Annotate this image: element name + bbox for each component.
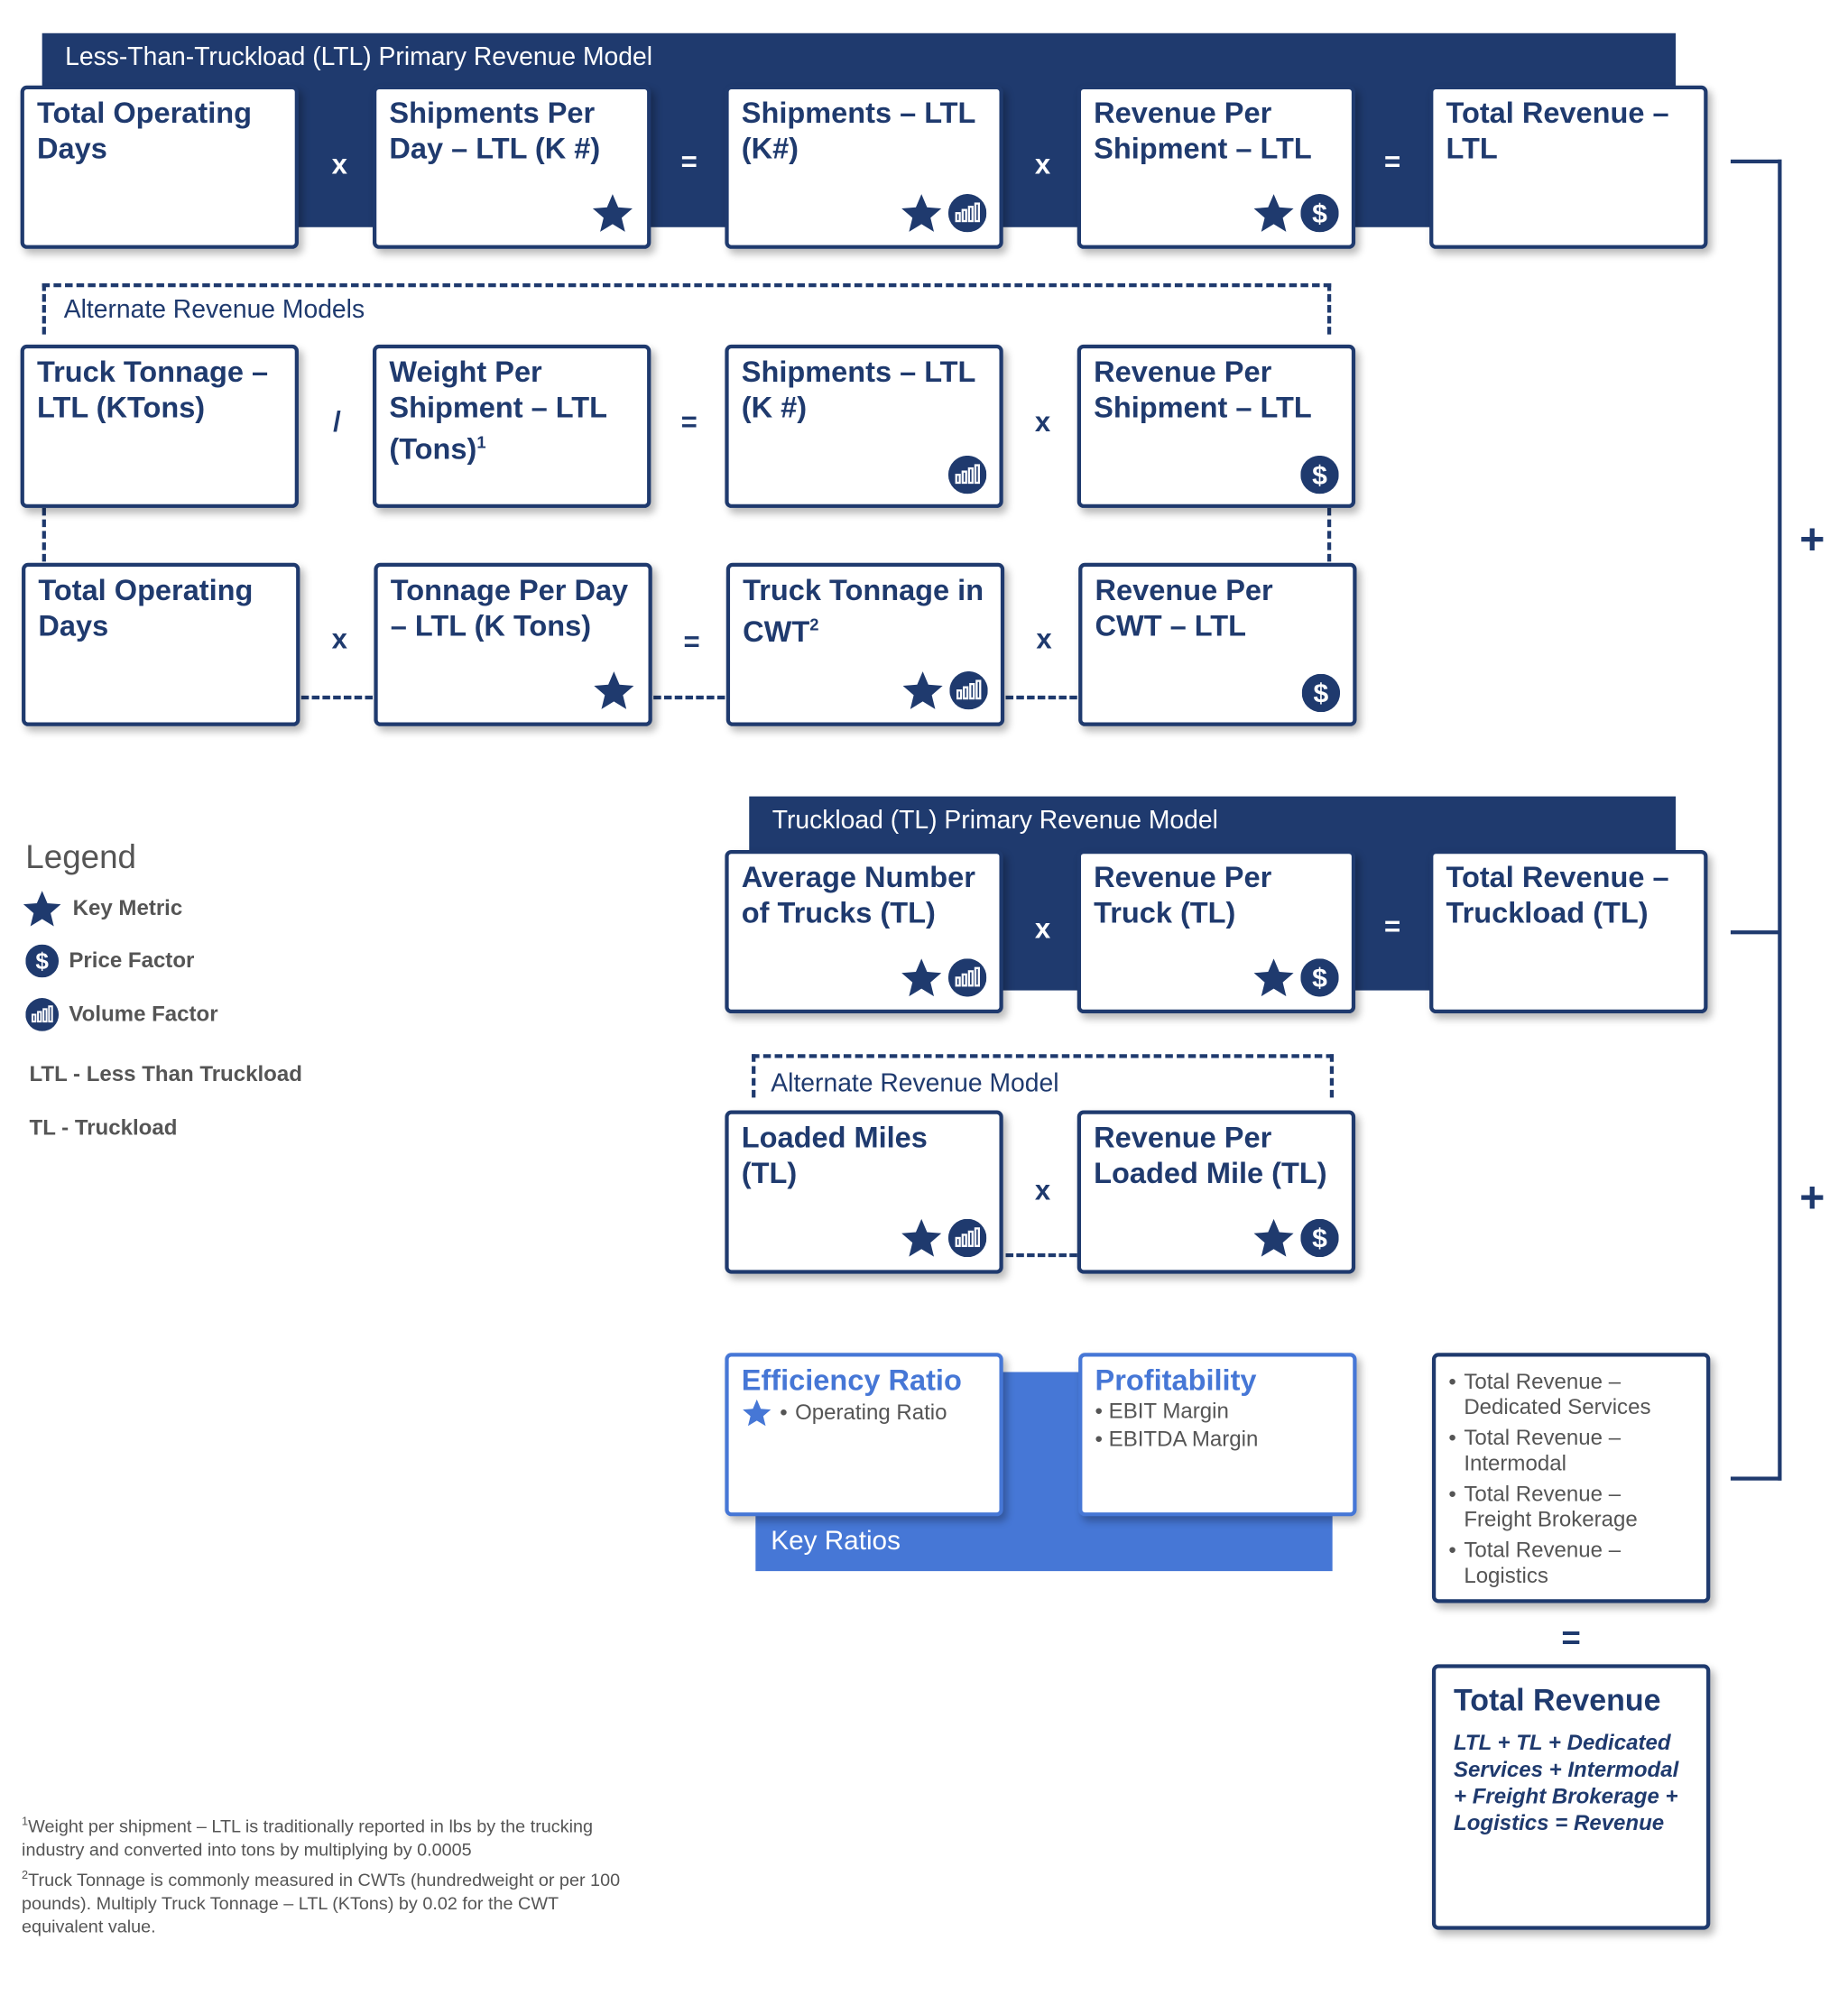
ltl-alt-truck-tonnage: Truck Tonnage – LTL (KTons)	[20, 344, 299, 508]
dollar-icon	[1300, 958, 1338, 996]
legend-abbrev-ltl: LTL - Less Than Truckload	[29, 1061, 302, 1086]
star-icon	[900, 1216, 943, 1260]
ltl-alt-frame-top	[42, 282, 1332, 335]
tl-box-total-revenue: Total Revenue – Truckload (TL)	[1429, 849, 1708, 1014]
tl-alt-title: Alternate Revenue Model	[765, 1069, 1065, 1099]
tl-alt-loaded-miles: Loaded Miles (TL)	[725, 1110, 1003, 1274]
tl-op-1: x	[1034, 912, 1051, 945]
ltl-box-revenue-per-shipment: Revenue Per Shipment – LTL	[1076, 85, 1356, 249]
profitability-title: Profitability	[1095, 1363, 1257, 1397]
ltl-alt-connector-3	[1005, 695, 1077, 700]
star-icon	[742, 1398, 772, 1428]
list-item: Total Revenue – Logistics	[1448, 1538, 1694, 1589]
tl-alt-frame-top	[752, 1054, 1335, 1098]
tl-alt-op-1: x	[1034, 1174, 1051, 1206]
dollar-icon	[1300, 1219, 1338, 1257]
ltl-primary-title: Less-Than-Truckload (LTL) Primary Revenu…	[65, 43, 653, 72]
star-icon	[1252, 191, 1296, 235]
ltl-alt-op-6: x	[1036, 623, 1052, 655]
star-icon	[1252, 956, 1296, 999]
ltl-alt-op-5: =	[683, 625, 700, 658]
ltl-alt-op-2: =	[680, 405, 698, 439]
star-icon	[900, 191, 943, 235]
volume-bars-icon	[25, 998, 59, 1031]
ltl-box-shipments-per-day: Shipments Per Day – LTL (K #)	[373, 85, 651, 249]
tl-alt-revenue-per-loaded-mile: Revenue Per Loaded Mile (TL)	[1076, 1110, 1356, 1274]
ltl-op-2: =	[680, 145, 698, 178]
tl-to-bracket-line	[1730, 930, 1782, 935]
ltl-box-total-revenue: Total Revenue – LTL	[1429, 85, 1708, 249]
ltl-alt-revenue-per-shipment: Revenue Per Shipment – LTL	[1076, 344, 1356, 508]
ltl-alt-frame-right	[1326, 507, 1332, 562]
profitability-item-2: • EBITDA Margin	[1095, 1427, 1259, 1452]
legend-title: Legend	[25, 836, 137, 876]
footnote-1: 1Weight per shipment – LTL is traditiona…	[22, 1815, 594, 1860]
star-icon	[22, 888, 62, 929]
total-revenue-equals: =	[1561, 1618, 1581, 1657]
tl-alt-connector	[1005, 1252, 1077, 1258]
legend-volume-factor: Volume Factor	[25, 998, 218, 1031]
star-icon	[900, 956, 943, 999]
ltl-alt-op-3: x	[1034, 405, 1051, 439]
ltl-alt-weight-per-shipment: Weight Per Shipment – LTL (Tons)1	[373, 344, 651, 508]
ltl-box-total-operating-days: Total Operating Days	[20, 85, 299, 249]
volume-bars-icon	[948, 958, 986, 996]
ltl-alt-connector-1	[300, 695, 374, 700]
star-icon	[1252, 1216, 1296, 1260]
dollar-icon	[25, 945, 59, 978]
total-revenue-title: Total Revenue	[1454, 1683, 1661, 1718]
ltl-op-4: =	[1384, 145, 1401, 178]
tl-op-2: =	[1384, 910, 1401, 942]
dollar-icon	[1300, 194, 1338, 232]
tl-box-revenue-per-truck: Revenue Per Truck (TL)	[1076, 849, 1356, 1014]
ltl-alt-op-1: /	[333, 405, 341, 439]
efficiency-item: •Operating Ratio	[742, 1398, 987, 1428]
ltl-alt-shipments: Shipments – LTL (K #)	[725, 344, 1003, 508]
ltl-op-3: x	[1034, 148, 1051, 180]
tl-box-average-trucks: Average Number of Trucks (TL)	[725, 849, 1003, 1014]
volume-bars-icon	[948, 1219, 986, 1257]
ltl-alt-tonnage-per-day: Tonnage Per Day – LTL (K Tons)	[374, 562, 652, 726]
legend-price-factor: Price Factor	[25, 945, 194, 978]
volume-bars-icon	[948, 456, 986, 494]
summation-bracket	[1730, 159, 1782, 1481]
list-item: Total Revenue – Dedicated Services	[1448, 1370, 1694, 1421]
other-revenue-list: Total Revenue – Dedicated Services Total…	[1448, 1370, 1694, 1589]
profitability-box: Profitability • EBIT Margin • EBITDA Mar…	[1078, 1353, 1357, 1517]
legend-key-metric: Key Metric	[22, 888, 182, 929]
dollar-icon	[1302, 674, 1340, 712]
key-ratios-title: Key Ratios	[771, 1526, 901, 1557]
ltl-alt-total-operating-days: Total Operating Days	[22, 562, 300, 726]
volume-bars-icon	[949, 671, 987, 709]
plus-sign-1: +	[1799, 515, 1825, 565]
ltl-alt-connector-2	[653, 695, 725, 700]
star-icon	[901, 669, 945, 712]
profitability-item-1: • EBIT Margin	[1095, 1399, 1229, 1424]
plus-sign-2: +	[1799, 1174, 1825, 1223]
list-item: Total Revenue – Freight Brokerage	[1448, 1482, 1694, 1533]
ltl-alt-frame-left	[42, 507, 46, 562]
list-item: Total Revenue – Intermodal	[1448, 1426, 1694, 1477]
star-icon	[592, 669, 635, 712]
total-revenue-formula: LTL + TL + Dedicated Services + Intermod…	[1454, 1730, 1679, 1835]
ltl-op-1: x	[331, 148, 347, 180]
legend-abbrev-tl: TL - Truckload	[29, 1115, 178, 1141]
ltl-box-shipments: Shipments – LTL (K#)	[725, 85, 1003, 249]
tl-primary-title: Truckload (TL) Primary Revenue Model	[772, 806, 1218, 836]
ltl-alt-truck-tonnage-cwt: Truck Tonnage in CWT2	[725, 562, 1005, 726]
total-revenue-box: Total Revenue LTL + TL + Dedicated Servi…	[1431, 1664, 1711, 1930]
ltl-alt-op-4: x	[331, 623, 347, 655]
star-icon	[591, 191, 634, 235]
efficiency-ratio-title: Efficiency Ratio	[741, 1363, 962, 1397]
volume-bars-icon	[948, 194, 986, 232]
ltl-alt-title: Alternate Revenue Models	[59, 296, 370, 326]
dollar-icon	[1300, 456, 1338, 494]
efficiency-ratio-box: Efficiency Ratio •Operating Ratio	[725, 1353, 1003, 1517]
footnote-2: 2Truck Tonnage is commonly measured in C…	[22, 1868, 621, 1936]
ltl-alt-revenue-per-cwt: Revenue Per CWT – LTL	[1078, 562, 1357, 726]
other-revenue-box: Total Revenue – Dedicated Services Total…	[1431, 1353, 1711, 1603]
